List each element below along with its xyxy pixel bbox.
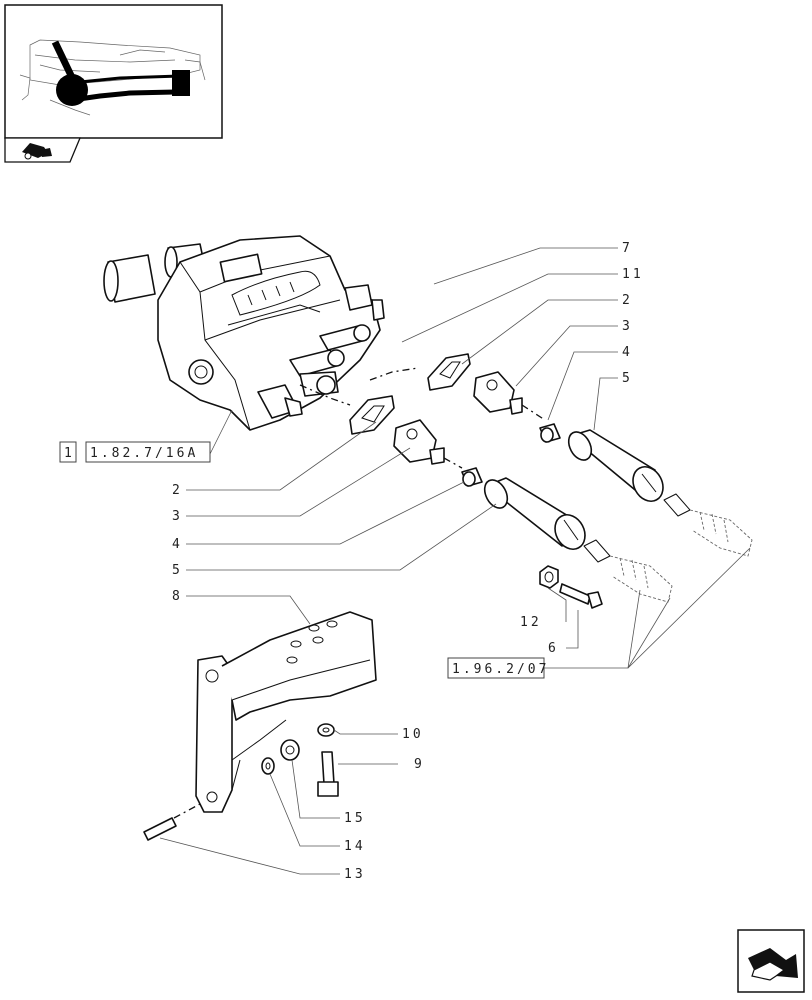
axis-line-upper-2 bbox=[521, 404, 546, 421]
axis-line-stud bbox=[173, 803, 201, 819]
next-page-button[interactable] bbox=[737, 929, 805, 993]
axis-line-upper bbox=[369, 367, 419, 381]
vehicle-icon bbox=[22, 143, 52, 160]
callout-6: 6 bbox=[548, 641, 559, 656]
callout-12: 12 bbox=[520, 615, 542, 630]
callout-3-right: 3 bbox=[622, 319, 633, 334]
callout-5-left: 5 bbox=[172, 563, 183, 578]
callout-10: 10 bbox=[402, 727, 424, 742]
leader-lines bbox=[159, 247, 751, 875]
washer-10 bbox=[317, 723, 335, 737]
next-arrow-icon bbox=[748, 948, 798, 981]
gasket-upper bbox=[427, 353, 471, 391]
callout-11: 11 bbox=[622, 267, 644, 282]
callout-9: 9 bbox=[414, 757, 425, 772]
screw-9 bbox=[317, 751, 339, 797]
callout-7: 7 bbox=[622, 241, 633, 256]
reference-valve-prefix: 1 bbox=[64, 446, 75, 461]
callout-labels: 7 11 2 3 4 5 2 3 4 5 8 12 6 10 9 15 14 1… bbox=[172, 241, 644, 882]
callout-2-right: 2 bbox=[622, 293, 633, 308]
nut-15 bbox=[280, 739, 300, 761]
bolt-6 bbox=[559, 583, 603, 609]
callout-2-left: 2 bbox=[172, 483, 183, 498]
pin-upper bbox=[567, 429, 664, 502]
reference-hose-code: 1.96.2/07 bbox=[452, 662, 549, 677]
hose-end-upper bbox=[663, 493, 753, 557]
callout-4-left: 4 bbox=[172, 537, 183, 552]
hose-end-lower bbox=[583, 539, 673, 603]
bushing-lower bbox=[461, 467, 483, 487]
callout-15: 15 bbox=[344, 811, 366, 826]
overview-thumbnail[interactable] bbox=[4, 4, 223, 163]
callout-4-right: 4 bbox=[622, 345, 633, 360]
gasket-lower bbox=[349, 395, 395, 435]
bushing-upper bbox=[539, 423, 561, 443]
callout-8: 8 bbox=[172, 589, 183, 604]
stud-13 bbox=[143, 817, 177, 841]
callout-5-right: 5 bbox=[622, 371, 633, 386]
clevis-upper bbox=[473, 371, 523, 415]
callout-3-left: 3 bbox=[172, 509, 183, 524]
reference-valve-code: 1.82.7/16A bbox=[90, 446, 198, 461]
nut-12 bbox=[539, 565, 559, 589]
axis-line-lower-2 bbox=[443, 457, 463, 469]
reference-hose[interactable]: 1.96.2/07 bbox=[447, 657, 549, 679]
reference-valve[interactable]: 1 1.82.7/16A bbox=[59, 441, 211, 463]
bracket-8 bbox=[195, 611, 377, 813]
control-valve-assembly bbox=[103, 235, 385, 431]
callout-14: 14 bbox=[344, 839, 366, 854]
pin-lower bbox=[483, 477, 586, 550]
callout-13: 13 bbox=[344, 867, 366, 882]
clevis-lower bbox=[393, 419, 445, 465]
washer-14 bbox=[261, 757, 275, 775]
axis-line-lower bbox=[299, 384, 351, 406]
